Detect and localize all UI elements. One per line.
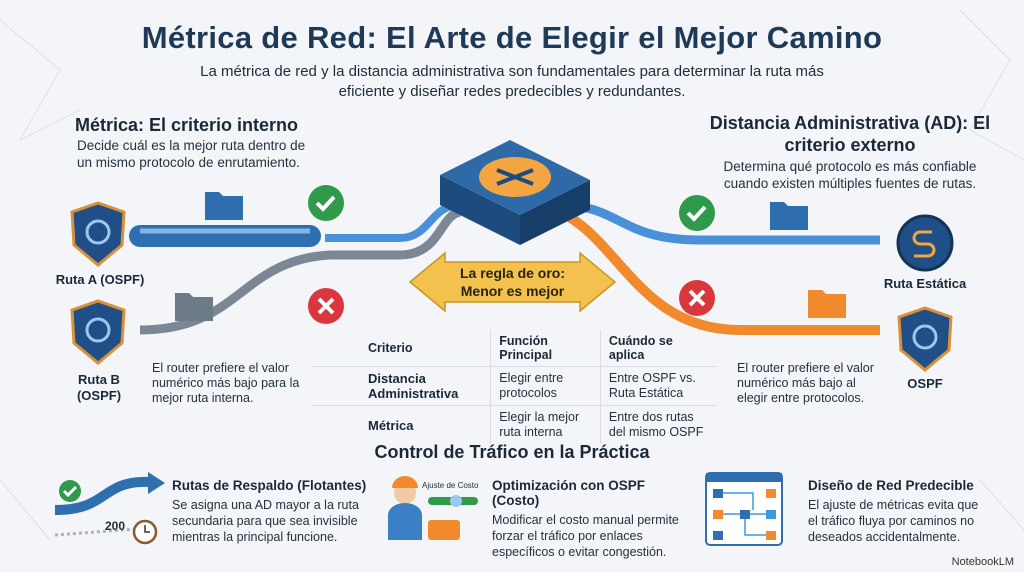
route-b-label: Ruta B (OSPF): [76, 372, 122, 403]
golden-rule-line2: Menor es mejor: [460, 283, 565, 299]
metric-note: El router prefiere el valor numérico más…: [152, 361, 300, 405]
technician-icon: [388, 476, 478, 540]
metric-description: Decide cuál es la mejor ruta dentro de u…: [77, 138, 306, 170]
table-row: Distancia Administrativa Elegir entre pr…: [312, 366, 717, 406]
route-a-label: Ruta A (OSPF): [55, 272, 145, 287]
check-icon: [679, 195, 715, 231]
table-cell: Elegir entre protocolos: [490, 366, 601, 406]
ospf-shield-icon: [70, 299, 126, 365]
ospf-label: OSPF: [907, 376, 943, 391]
network-design-icon: [705, 472, 783, 546]
ad-description: Determina qué protocolo es más confiable…: [723, 159, 977, 191]
page-title: Métrica de Red: El Arte de Elegir el Mej…: [141, 20, 883, 55]
practice-item-backup: Rutas de Respaldo (Flotantes) Se asigna …: [172, 478, 382, 545]
subtitle: La métrica de red y la distancia adminis…: [200, 63, 824, 100]
practice-item-text: Se asigna una AD mayor a la ruta secunda…: [172, 498, 359, 544]
ad-heading: Distancia Administrativa (AD): El criter…: [709, 113, 991, 155]
table-header: Cuándo se aplica: [599, 330, 717, 367]
practice-item-text: El ajuste de métricas evita que el tráfi…: [808, 498, 979, 544]
golden-rule-line1: La regla de oro:: [459, 265, 566, 281]
table-header: Criterio: [368, 341, 413, 355]
ospf-shield-icon: [70, 201, 126, 267]
x-icon: [679, 280, 715, 316]
static-route-line: [559, 200, 880, 245]
table-cell: Métrica: [312, 405, 491, 444]
x-icon: [308, 288, 344, 324]
practice-item-text: Modificar el costo manual permite forzar…: [492, 513, 679, 559]
comparison-table: Criterio Función Principal Cuándo se apl…: [312, 330, 717, 444]
ad-note: El router prefiere el valor numérico más…: [737, 361, 874, 405]
ospf-shield-icon: [897, 306, 953, 372]
table-cell: Elegir la mejor ruta interna: [490, 405, 601, 444]
folder-icon: [770, 202, 808, 230]
backup-route-icon: [54, 472, 165, 545]
router-icon: [440, 140, 590, 245]
ad-value-badge: 200: [105, 519, 126, 533]
static-route-label: Ruta Estática: [883, 276, 967, 291]
table-cell: Entre OSPF vs. Ruta Estática: [599, 366, 717, 406]
metric-heading: Métrica: El criterio interno: [75, 115, 299, 135]
practice-heading: Control de Tráfico en la Práctica: [374, 442, 650, 462]
ospf-route-line: [557, 207, 880, 335]
static-route-icon: [896, 214, 954, 272]
folder-icon: [205, 192, 243, 220]
network-background: [0, 9, 1024, 541]
practice-item-design: Diseño de Red Predecible El ajuste de mé…: [808, 478, 983, 545]
table-header-row: Criterio Función Principal Cuándo se apl…: [312, 330, 717, 367]
practice-item-title: Rutas de Respaldo (Flotantes): [172, 478, 367, 493]
practice-item-title: Optimización con OSPF (Costo): [492, 478, 646, 508]
brand-logo: NotebookLM: [951, 556, 1014, 568]
table-row: Métrica Elegir la mejor ruta interna Ent…: [312, 405, 717, 444]
table-cell: Distancia Administrativa: [312, 366, 491, 406]
golden-rule: La regla de oro: Menor es mejor: [410, 253, 615, 311]
check-icon: [308, 185, 344, 221]
practice-item-title: Diseño de Red Predecible: [808, 478, 974, 493]
table-cell: Entre dos rutas del mismo OSPF: [599, 405, 717, 444]
cost-slider-label: Ajuste de Costo: [422, 481, 479, 490]
practice-item-ospf: Optimización con OSPF (Costo) Modificar …: [492, 478, 692, 560]
table-header: Función Principal: [490, 330, 601, 367]
golden-rule-arrow: [408, 251, 617, 313]
folder-icon: [175, 293, 213, 321]
folder-icon: [808, 290, 846, 318]
